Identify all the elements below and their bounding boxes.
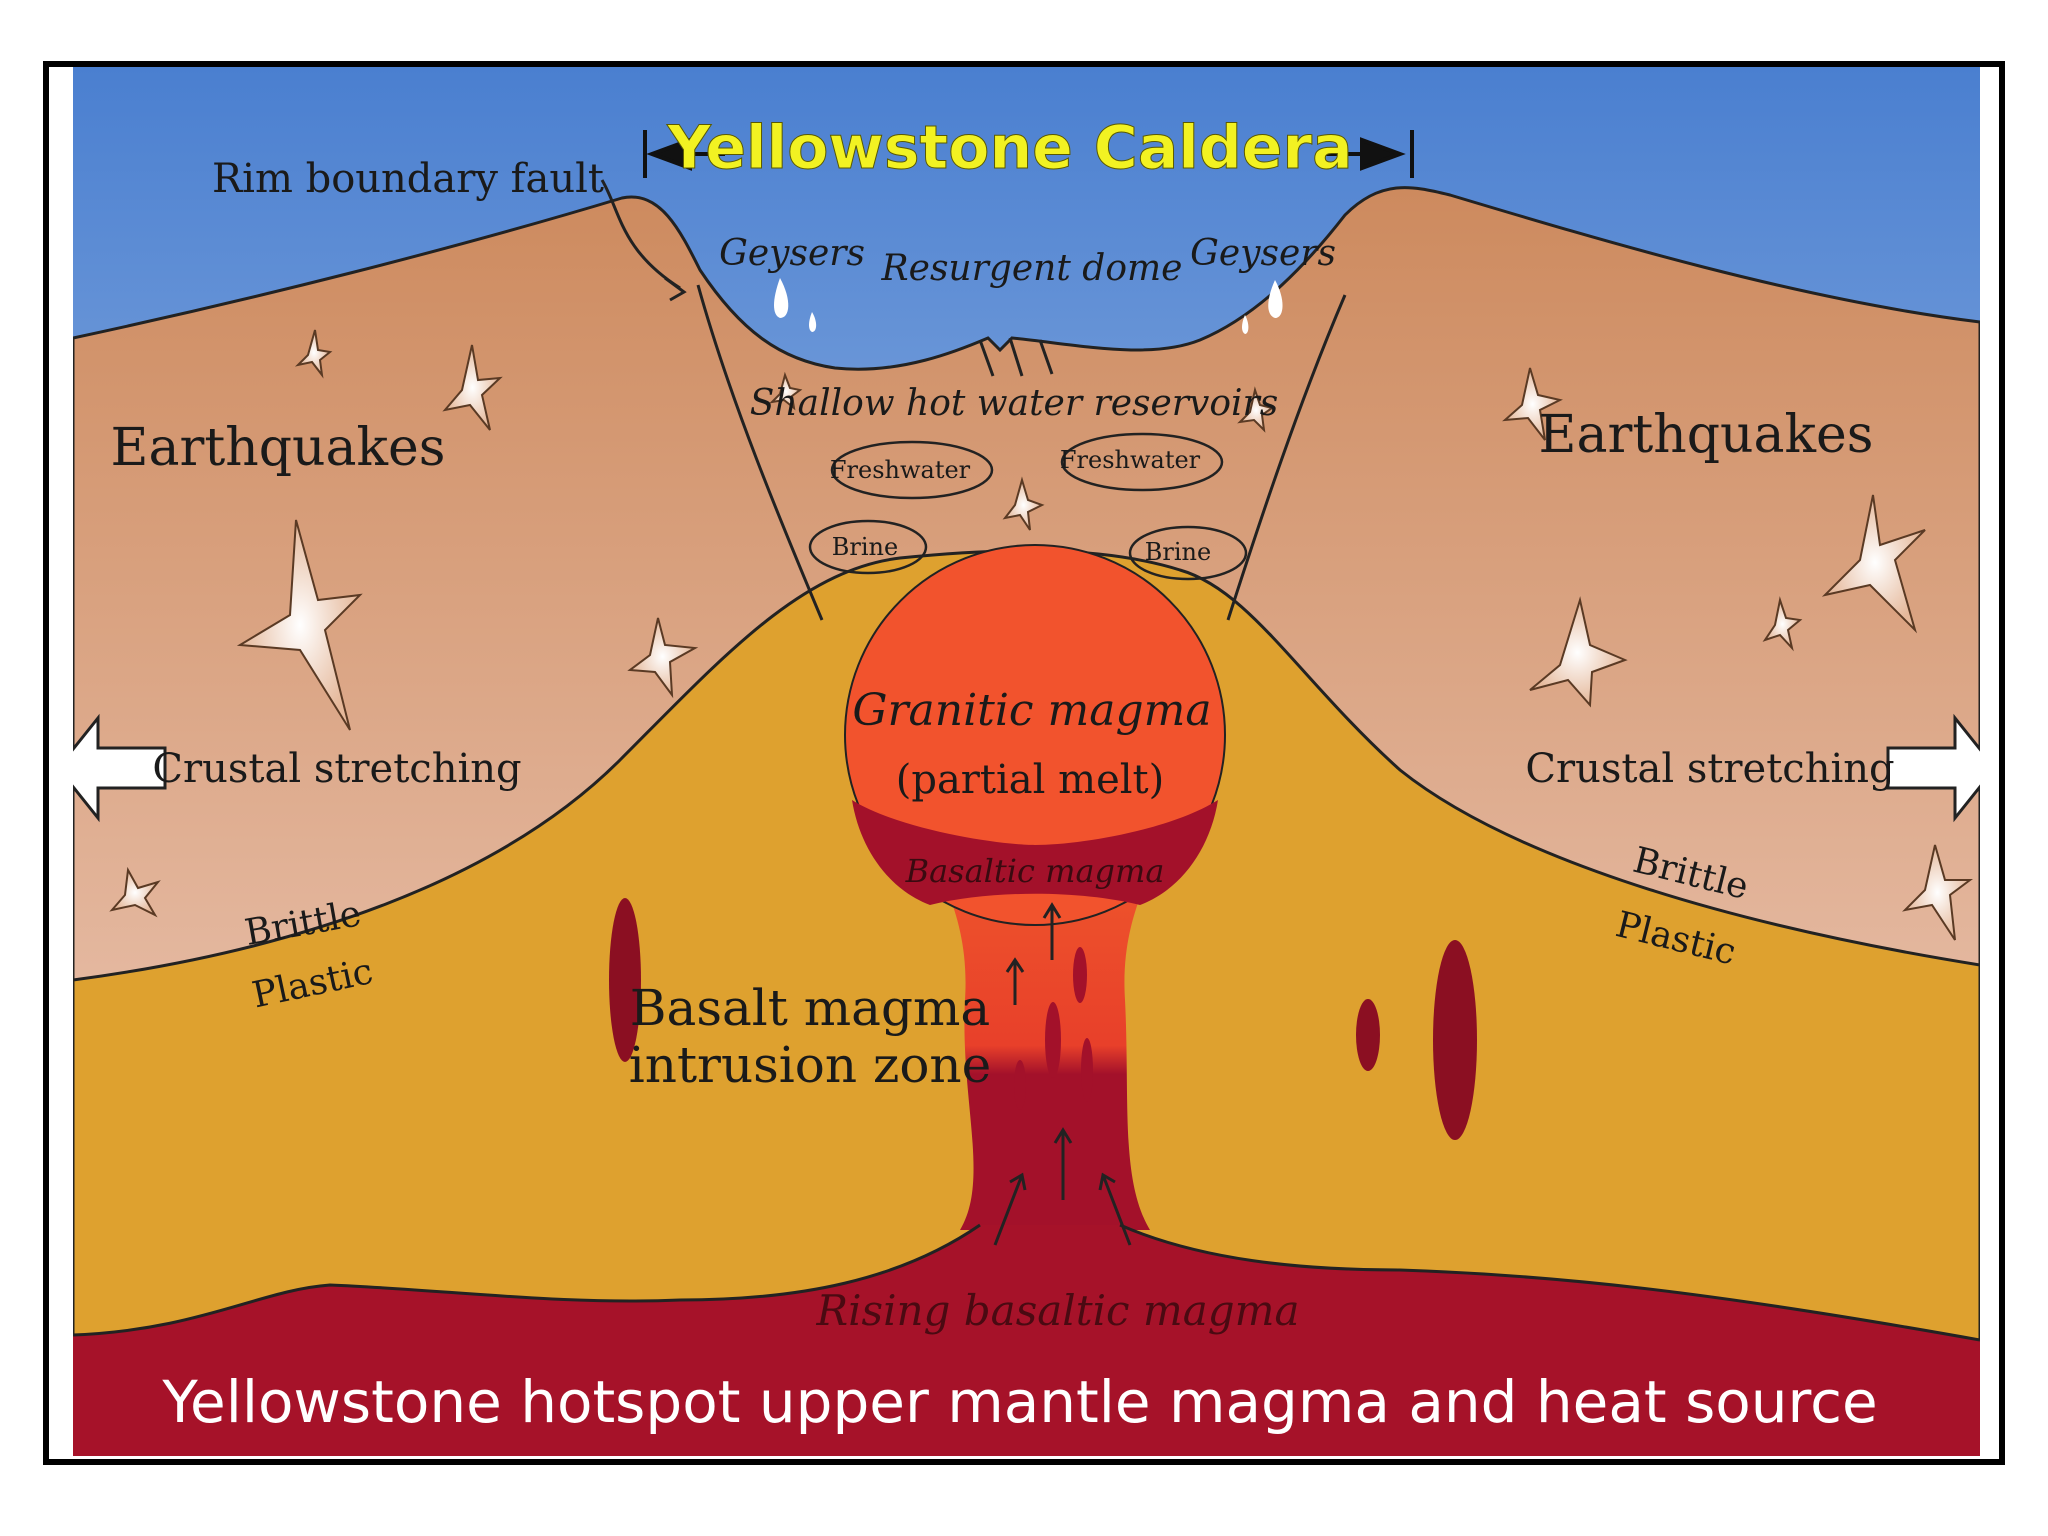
basalt-blob bbox=[1073, 947, 1087, 1003]
rising-magma-label: Rising basaltic magma bbox=[815, 1286, 1299, 1335]
intrusion-zone-label-line1: Basalt magma bbox=[630, 979, 990, 1037]
star-icon bbox=[109, 866, 161, 918]
mantle-boundary bbox=[73, 1223, 1980, 1342]
crustal-stretching-left-arrow bbox=[73, 713, 167, 823]
resurgent-dome-notches bbox=[978, 337, 1054, 377]
star-icon bbox=[769, 371, 803, 411]
caldera-title: Yellowstone Caldera bbox=[666, 113, 1352, 183]
crustal-stretching-right-arrow bbox=[1886, 713, 1980, 823]
geyser-right bbox=[1268, 280, 1283, 318]
brine-left-label: Brine bbox=[832, 533, 898, 561]
intrusion-blob-right-small bbox=[1356, 999, 1380, 1071]
star-icon bbox=[1002, 476, 1045, 531]
basaltic-magma-band bbox=[852, 800, 1218, 905]
star-icon bbox=[442, 344, 503, 431]
star-icon bbox=[1529, 596, 1628, 708]
star-icon bbox=[236, 519, 363, 731]
mantle-layer bbox=[73, 1225, 1980, 1456]
basaltic-magma-label: Basaltic magma bbox=[905, 852, 1165, 890]
intrusion-zone-label-line2: intrusion zone bbox=[629, 1036, 991, 1094]
star-icon bbox=[1502, 367, 1563, 441]
rising-arrows bbox=[993, 902, 1132, 1246]
basalt-blob bbox=[1045, 1002, 1061, 1078]
earthquakes-right-label: Earthquakes bbox=[1539, 405, 1874, 465]
intrusion-blob-left bbox=[609, 898, 641, 1062]
geyser-right-small bbox=[1242, 315, 1249, 334]
crustal-stretching-right-label: Crustal stretching bbox=[1525, 746, 1894, 792]
intrusion-blob-right-large bbox=[1433, 940, 1477, 1140]
geysers-left-label: Geysers bbox=[719, 233, 865, 274]
shallow-reservoirs-label: Shallow hot water reservoirs bbox=[750, 383, 1278, 424]
earthquakes-left-label: Earthquakes bbox=[111, 418, 446, 478]
hotspot-label: Yellowstone hotspot upper mantle magma a… bbox=[161, 1368, 1877, 1436]
star-icon bbox=[1821, 494, 1926, 634]
brine-right-label: Brine bbox=[1145, 538, 1211, 566]
star-icon bbox=[294, 329, 333, 379]
basalt-blob bbox=[1081, 1038, 1093, 1102]
granitic-magma-chamber bbox=[844, 544, 1226, 926]
rim-fault-right bbox=[1226, 294, 1347, 621]
resurgent-dome-label: Resurgent dome bbox=[881, 248, 1183, 289]
star-icon bbox=[1762, 596, 1803, 652]
geyser-left bbox=[774, 278, 789, 318]
basalt-blob bbox=[1014, 1060, 1026, 1110]
rim-fault-label: Rim boundary fault bbox=[212, 156, 604, 202]
caldera-width-arrows bbox=[643, 130, 1414, 178]
star-icon bbox=[627, 617, 699, 699]
star-icon bbox=[1902, 844, 1973, 941]
freshwater-right-label: Freshwater bbox=[1060, 446, 1201, 474]
crustal-stretching-left-label: Crustal stretching bbox=[152, 746, 521, 792]
rim-fault-pointer bbox=[600, 179, 687, 302]
freshwater-left-label: Freshwater bbox=[830, 456, 971, 484]
geysers-right-label: Geysers bbox=[1190, 233, 1336, 274]
star-icon bbox=[1237, 386, 1275, 433]
granitic-magma-label: Granitic magma bbox=[852, 685, 1211, 736]
partial-melt-label: (partial melt) bbox=[896, 757, 1164, 803]
circulation-arrows bbox=[808, 432, 1248, 581]
magma-conduit bbox=[920, 820, 1170, 1230]
geyser-left-small bbox=[809, 312, 817, 332]
rim-fault-left bbox=[696, 284, 824, 621]
earthquake-stars bbox=[109, 329, 1973, 941]
